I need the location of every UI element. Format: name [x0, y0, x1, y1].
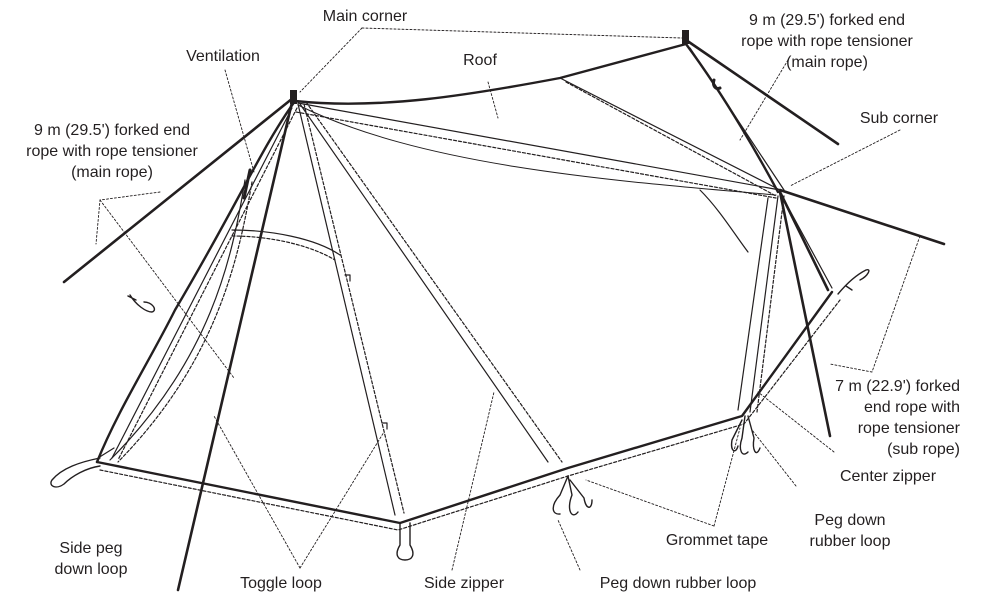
label-main-corner: Main corner — [322, 8, 408, 25]
label-grommet-tape: Grommet tape — [665, 532, 769, 549]
label-rope-main-left: 9 m (29.5') forked end rope with rope te… — [26, 122, 198, 181]
toggle-loops — [344, 274, 388, 430]
label-center-zipper: Center zipper — [839, 468, 937, 485]
peg-loops — [50, 269, 870, 561]
label-roof: Roof — [463, 52, 497, 69]
label-sub-corner: Sub corner — [859, 110, 939, 127]
guy-ropes — [62, 38, 946, 592]
label-rope-main-right: 9 m (29.5') forked end rope with rope te… — [741, 12, 913, 71]
label-rope-sub: 7 m (22.9') forked end rope with rope te… — [835, 378, 960, 458]
seam-lines — [97, 47, 841, 531]
label-peg-down-rubber-loop-right: Peg down rubber loop — [809, 512, 891, 550]
label-peg-down-rubber-loop-bottom: Peg down rubber loop — [599, 575, 757, 592]
label-ventilation: Ventilation — [186, 48, 260, 65]
leader-lines — [95, 27, 921, 571]
rope-tensioner — [712, 78, 722, 90]
label-side-peg-down-loop: Side peg down loop — [54, 540, 128, 578]
corner-poles — [290, 30, 689, 104]
label-side-zipper: Side zipper — [423, 575, 505, 592]
label-toggle-loop: Toggle loop — [240, 575, 322, 592]
